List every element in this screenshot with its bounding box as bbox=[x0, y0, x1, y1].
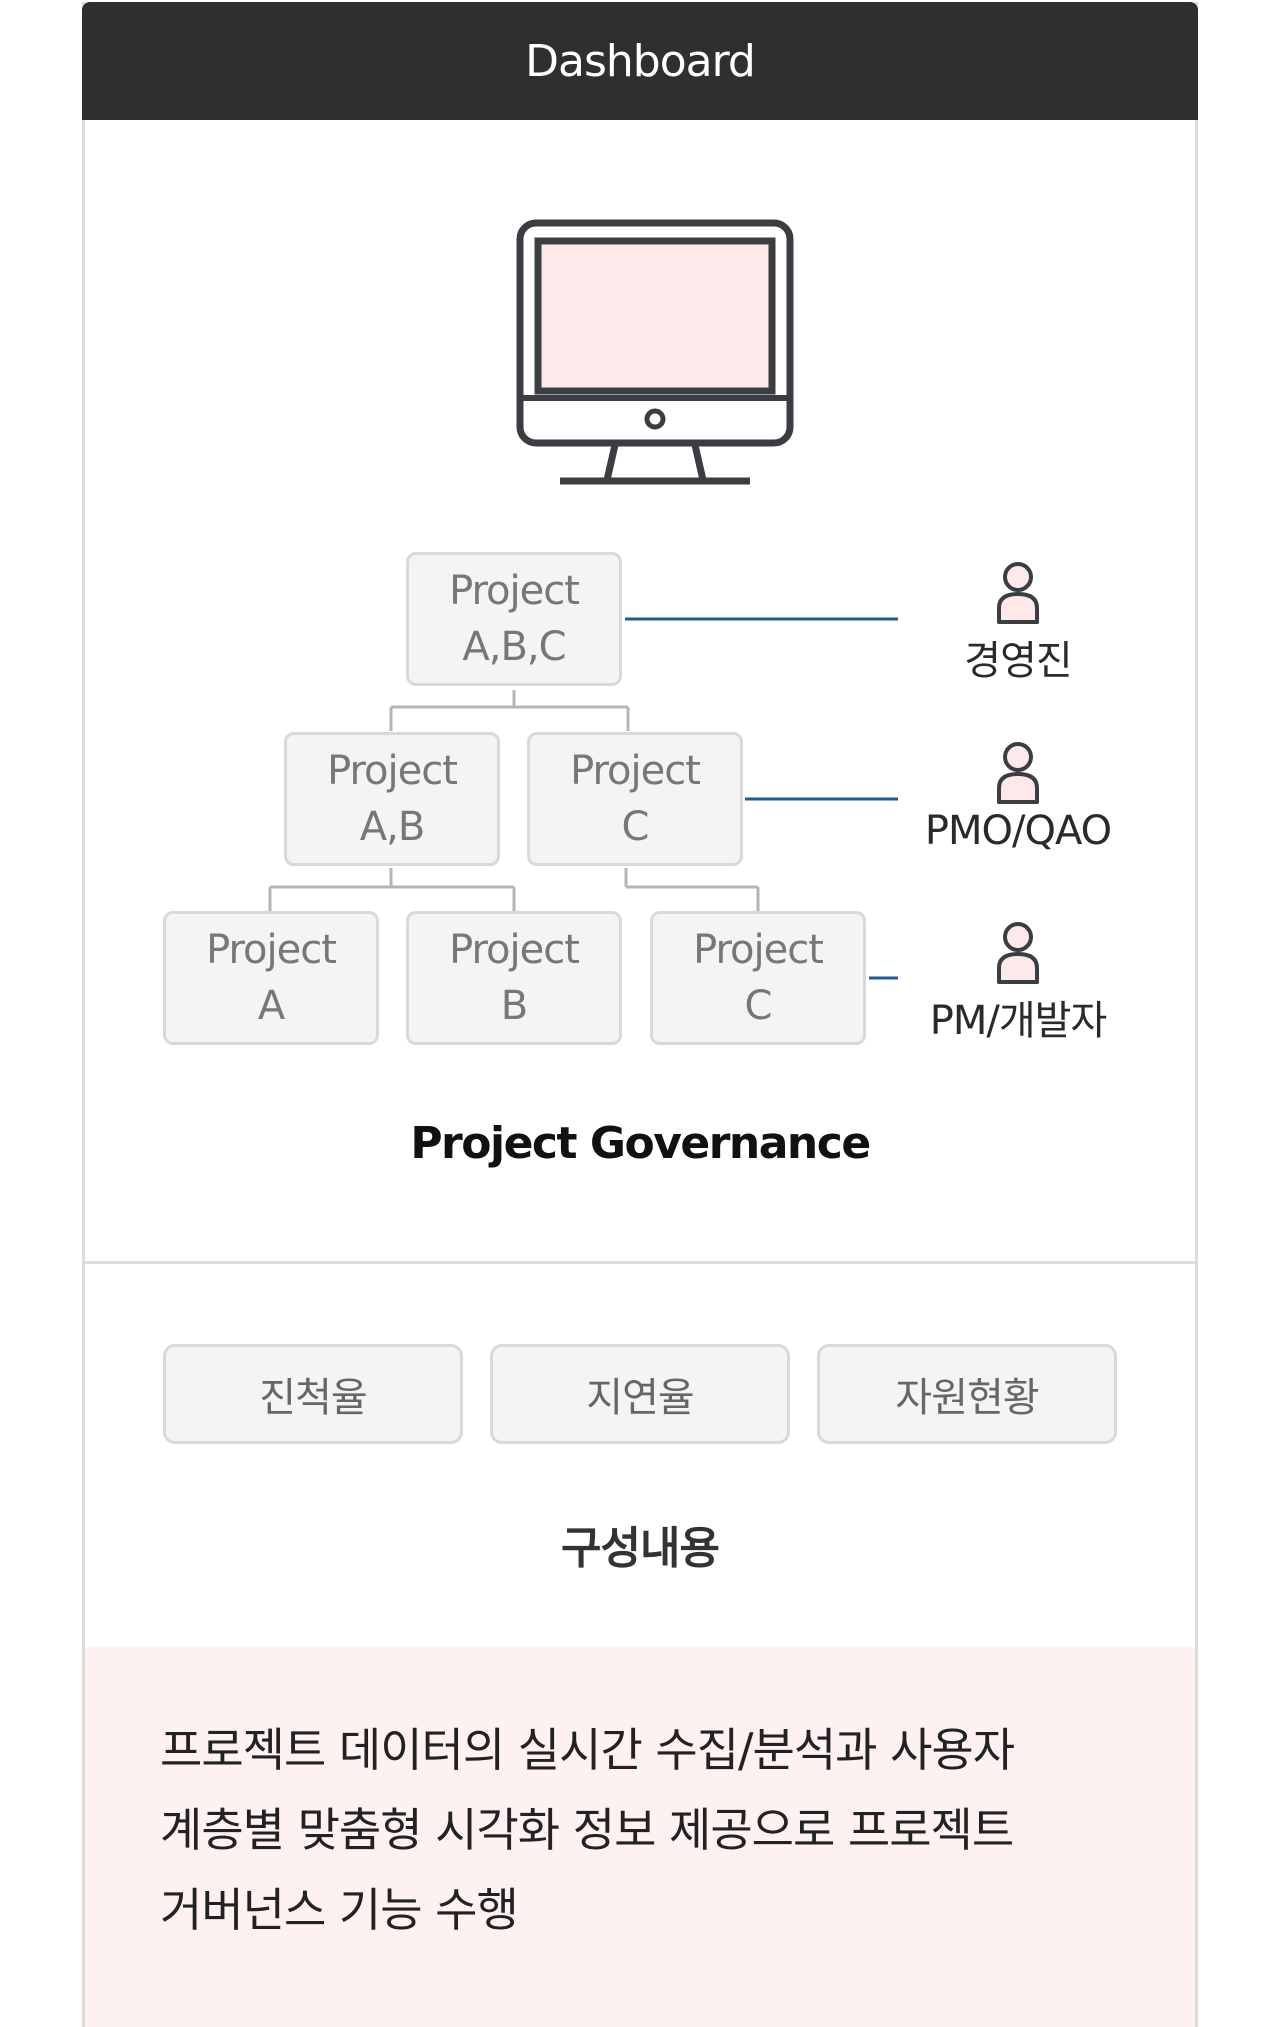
description-line: 프로젝트 데이터의 실시간 수집/분석과 사용자 bbox=[160, 1723, 1015, 1777]
feature-delay-rate: 지연율 bbox=[490, 1344, 790, 1444]
node-label: B bbox=[500, 983, 528, 1029]
role-pm-developer: PM/개발자 bbox=[898, 920, 1138, 1046]
governance-title: Project Governance bbox=[410, 1118, 871, 1169]
project-node-ab: Project A,B bbox=[284, 732, 500, 866]
feature-progress-rate: 진척율 bbox=[163, 1344, 463, 1444]
person-icon bbox=[997, 562, 1039, 624]
project-node-c-leaf: Project C bbox=[650, 911, 866, 1045]
description-line: 계층별 맞춤형 시각화 정보 제공으로 프로젝트 bbox=[160, 1803, 1014, 1857]
person-icon bbox=[997, 922, 1039, 984]
node-label: C bbox=[621, 804, 650, 850]
node-label: Project bbox=[449, 927, 580, 973]
person-icon bbox=[997, 742, 1039, 804]
section-divider bbox=[85, 1261, 1195, 1264]
description-line: 거버넌스 기능 수행 bbox=[160, 1883, 519, 1937]
description-panel bbox=[85, 1647, 1195, 2027]
node-label: Project bbox=[327, 748, 458, 794]
features-title: 구성내용 bbox=[561, 1523, 720, 1574]
dashboard-header: Dashboard bbox=[82, 2, 1198, 120]
node-label: A bbox=[257, 983, 285, 1029]
header-title: Dashboard bbox=[525, 35, 756, 87]
project-node-a: Project A bbox=[163, 911, 379, 1045]
project-node-b: Project B bbox=[406, 911, 622, 1045]
node-label: A,B,C bbox=[462, 624, 566, 670]
project-node-c-mid: Project C bbox=[527, 732, 743, 866]
role-label: PMO/QAO bbox=[924, 808, 1112, 854]
role-executive: 경영진 bbox=[898, 560, 1138, 686]
monitor-icon bbox=[516, 219, 794, 485]
project-node-abc: Project A,B,C bbox=[406, 552, 622, 686]
description-text: 프로젝트 데이터의 실시간 수집/분석과 사용자 계층별 맞춤형 시각화 정보 … bbox=[160, 1710, 1140, 1950]
role-pmo: PMO/QAO bbox=[898, 740, 1138, 854]
node-label: Project bbox=[206, 927, 337, 973]
node-label: C bbox=[744, 983, 773, 1029]
feature-resource-status: 자원현황 bbox=[817, 1344, 1117, 1444]
role-label: PM/개발자 bbox=[929, 998, 1108, 1044]
role-label: 경영진 bbox=[964, 638, 1072, 684]
node-label: A,B bbox=[359, 804, 426, 850]
node-label: Project bbox=[570, 748, 701, 794]
dashboard-card bbox=[82, 2, 1198, 2027]
node-label: Project bbox=[449, 568, 580, 614]
node-label: Project bbox=[693, 927, 824, 973]
